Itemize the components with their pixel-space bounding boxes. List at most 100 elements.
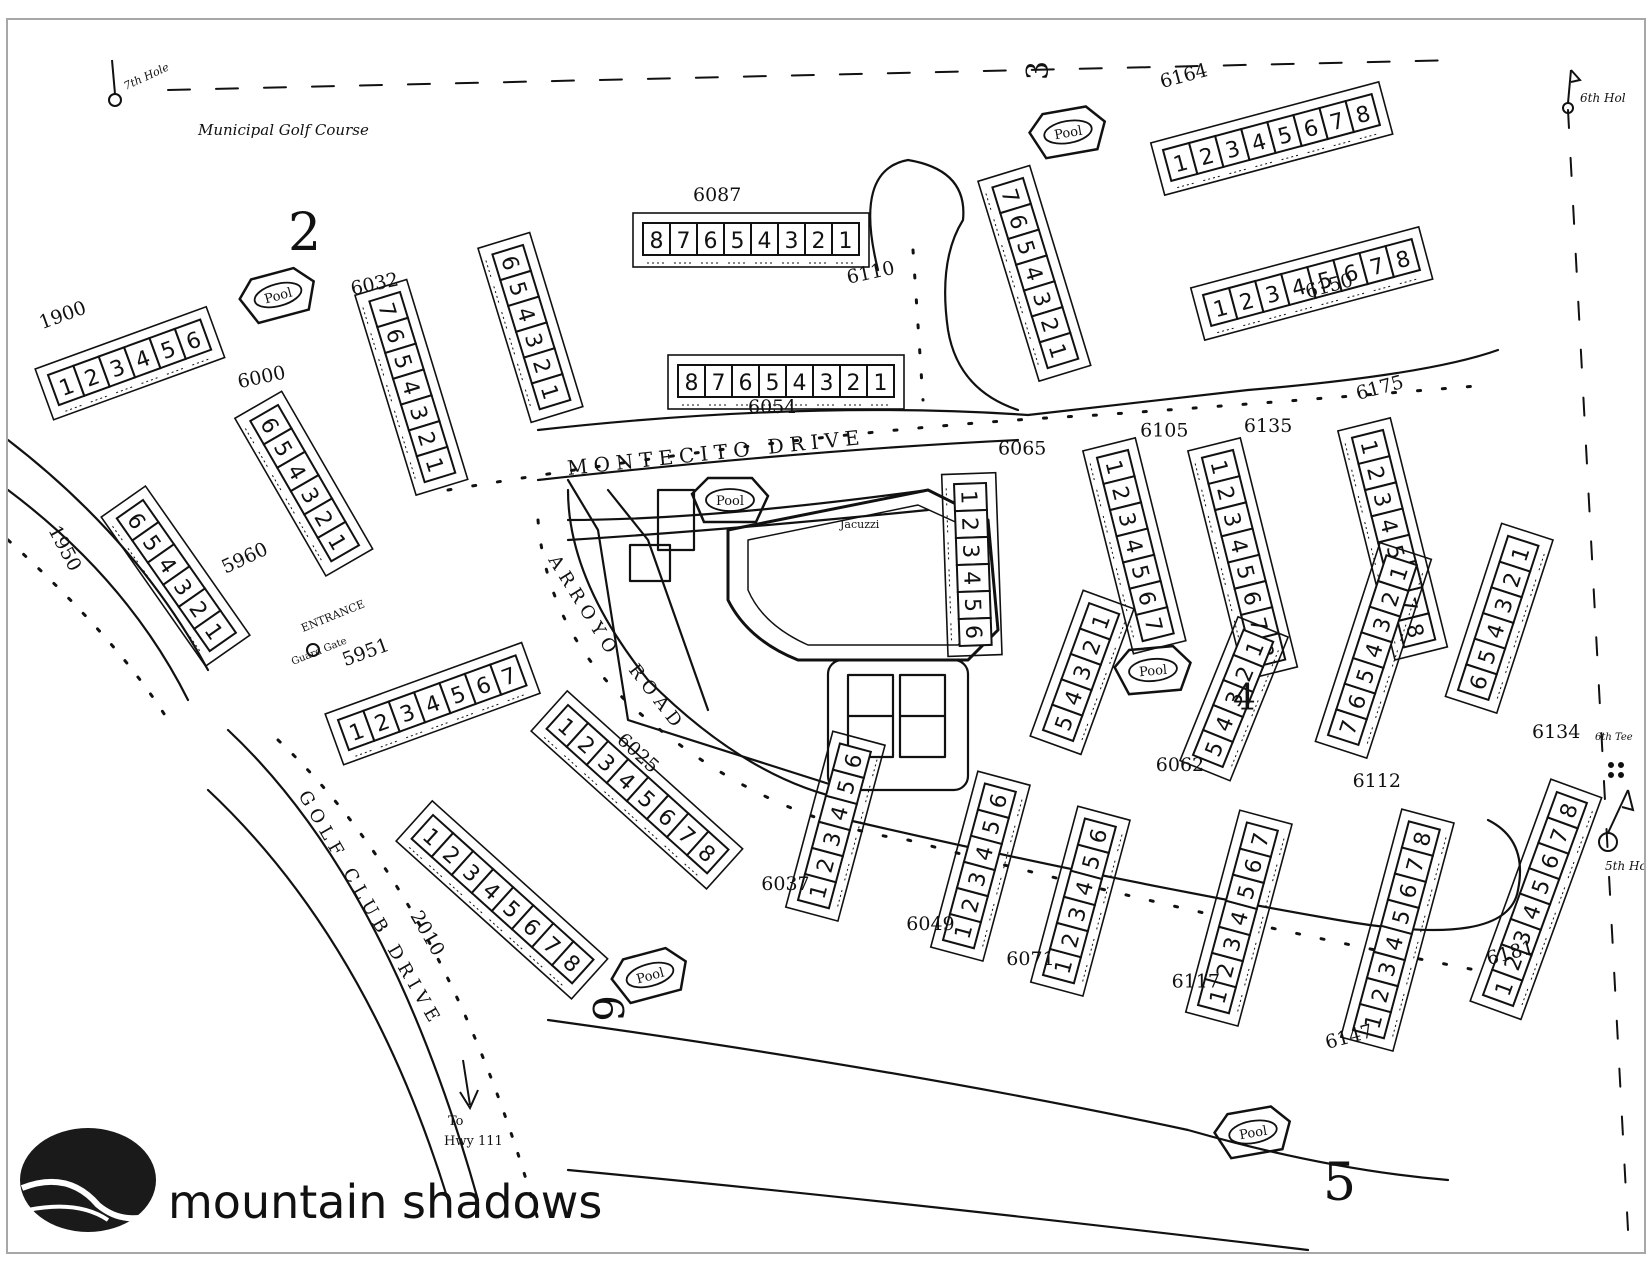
- unit-number: 3: [1027, 289, 1055, 310]
- unit-number: 2: [527, 356, 555, 377]
- building-outline: [34, 305, 226, 421]
- unit: 3: [449, 849, 495, 897]
- area-number-4: 4: [1233, 678, 1256, 719]
- building-outline: [1178, 615, 1290, 782]
- area-number-5: 5: [1323, 1153, 1356, 1213]
- unit: 4: [143, 542, 191, 587]
- culdesac-north: [869, 158, 1020, 412]
- unit-number: 4: [758, 229, 772, 254]
- unit: 5: [758, 364, 787, 406]
- unit: 2: [1490, 942, 1539, 982]
- clubhouse-path-2: [606, 488, 710, 712]
- unit: 8: [642, 222, 671, 264]
- unit-number: 3: [1113, 510, 1141, 530]
- tee-6-label: 6th Tee: [1595, 732, 1633, 743]
- pool: Pool: [610, 946, 688, 1005]
- unit-number: 1: [839, 229, 853, 254]
- unit: 1: [945, 481, 988, 513]
- unit-number: 7: [1402, 855, 1430, 875]
- unit-number: 7: [995, 186, 1023, 207]
- unit: 3: [1213, 127, 1251, 175]
- unit-number: 8: [685, 371, 699, 396]
- unit: 4: [501, 295, 548, 334]
- unit: 6: [1456, 663, 1504, 702]
- unit: 4: [122, 336, 162, 384]
- building-number: 2010: [406, 907, 449, 960]
- building-outline: [1186, 436, 1299, 681]
- unit: 4: [817, 794, 865, 832]
- unit-number: 2: [1237, 289, 1257, 317]
- unit-number: 3: [1219, 935, 1247, 955]
- unit: 1: [1196, 977, 1244, 1015]
- unit-number: 6: [960, 625, 985, 640]
- unit-number: 5: [1315, 268, 1335, 296]
- building-outline: [324, 641, 542, 766]
- unit-number: 1: [1360, 1012, 1388, 1032]
- unit: 1: [831, 222, 860, 264]
- hwy-label: Hwy 111: [444, 1134, 503, 1149]
- unit-number: 3: [1368, 490, 1396, 510]
- unit: 7: [1318, 99, 1356, 147]
- unit: 4: [1214, 527, 1261, 564]
- unit: 1: [1232, 628, 1280, 669]
- unit: 2: [839, 364, 868, 406]
- unit: 3: [1211, 678, 1260, 719]
- unit-number: 4: [1224, 536, 1252, 556]
- unit: 1: [1344, 428, 1391, 466]
- unit-number: 3: [1374, 960, 1402, 980]
- unit-number: 1: [805, 882, 833, 902]
- unit: 7: [1128, 605, 1175, 643]
- unit-number: 7: [712, 371, 726, 396]
- unit: 3: [777, 222, 806, 264]
- building-number: 6134: [1532, 721, 1580, 743]
- unit-number: 7: [1247, 830, 1275, 850]
- unit-number: 7: [677, 229, 691, 254]
- unit-number: 1: [1050, 957, 1078, 977]
- pool-label: Pool: [716, 494, 744, 509]
- unit: 6: [370, 316, 418, 355]
- unit-number: 5: [1275, 123, 1295, 151]
- building-number: 6062: [1156, 754, 1204, 776]
- unit: 2: [1096, 474, 1143, 512]
- unit-number: 5: [978, 817, 1006, 837]
- arroyo-loop-west: [566, 488, 850, 802]
- unit: 1: [409, 445, 457, 484]
- arrow-to-hwy-icon: [459, 1059, 479, 1111]
- pool-label: Pool: [263, 286, 294, 308]
- unit: 5: [1115, 553, 1162, 590]
- unit: 7: [1358, 244, 1396, 292]
- arroyo-road-east: [846, 818, 1522, 932]
- golf-club-drive-lane: [8, 538, 170, 722]
- unit: 4: [1240, 120, 1277, 168]
- unit: 2: [1222, 653, 1270, 694]
- unit-number: 5: [833, 777, 861, 797]
- unit: 3: [1102, 501, 1149, 538]
- unit: 5: [258, 427, 307, 470]
- unit-number: 4: [396, 377, 424, 398]
- area-number-3: 3: [1021, 61, 1056, 80]
- pool: Pool: [1113, 644, 1192, 696]
- unit: 2: [804, 222, 833, 264]
- unit: 5: [378, 342, 425, 381]
- unit: 1: [189, 609, 238, 653]
- unit: 3: [947, 535, 990, 567]
- building-number: 6000: [236, 362, 288, 394]
- culdesac-north-lane: [911, 248, 925, 402]
- unit: 6: [112, 498, 160, 543]
- building-outline: [976, 164, 1092, 383]
- arroyo-label: ARROYO: [543, 551, 624, 663]
- pool: Pool: [690, 476, 770, 524]
- clubhouse-path: [566, 478, 850, 792]
- building-number: 6147: [1323, 1020, 1375, 1054]
- unit-number: 4: [1374, 516, 1402, 536]
- montecito-drive-north-edge: [536, 348, 1500, 432]
- unit-number: 6: [495, 253, 523, 274]
